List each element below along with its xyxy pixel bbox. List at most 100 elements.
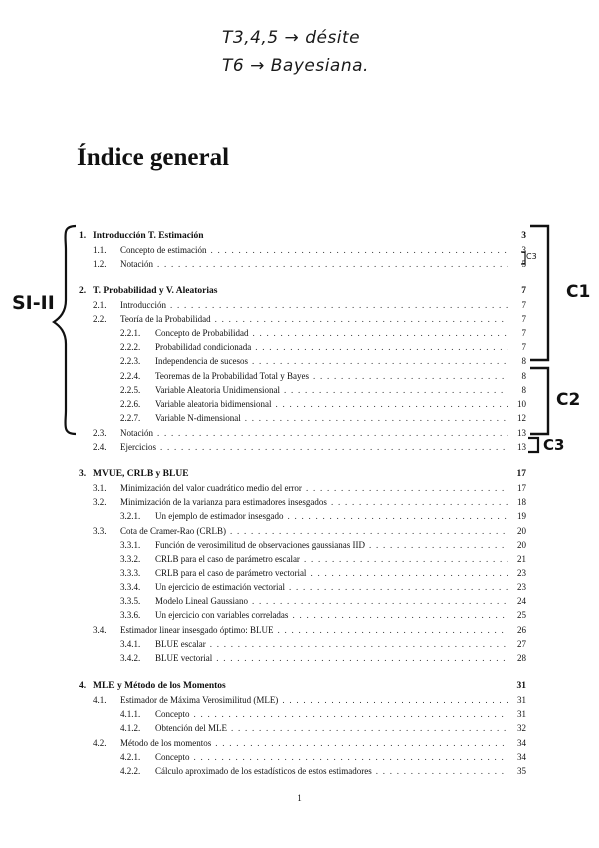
toc-section-row[interactable]: 4.1. Estimador de Máxima Verosimilitud (M… (93, 693, 526, 707)
c3-small-bracket (521, 251, 526, 265)
toc-section-row[interactable]: 3.2.Minimización de la varianza para est… (93, 495, 526, 509)
toc-section-row[interactable]: 4.2.Método de los momentos34 (93, 736, 526, 750)
toc-entry-page: 20 (517, 540, 526, 550)
toc-entry-number: 2.2. (93, 314, 107, 324)
toc-entry-page: 27 (517, 639, 526, 649)
toc-entry-number: 2.2.2. (120, 342, 141, 352)
toc-subsection-row[interactable]: 3.3.3.CRLB para el caso de parámetro vec… (120, 566, 526, 580)
toc-entry-number: 4.1. (93, 695, 107, 705)
toc-entry-title: Un ejercicio con variables correladas (155, 610, 289, 620)
toc-entry-title: Minimización del valor cuadrático medio … (120, 483, 302, 493)
toc-entry-number: 2.2.1. (120, 328, 141, 338)
toc-entry-page: 17 (517, 483, 526, 493)
toc-entry-number: 2.2.6. (120, 399, 141, 409)
toc-section-row[interactable]: 3.3.Cota de Cramer-Rao (CRLB)20 (93, 524, 526, 538)
toc-entry-title: Método de los momentos (120, 738, 212, 748)
toc-subsection-row[interactable]: 3.3.2. CRLB para el caso de parámetro esc… (120, 552, 526, 566)
toc-entry-title: Cálculo aproximado de los estadísticos d… (155, 766, 372, 776)
toc-entry-title: Cota de Cramer-Rao (CRLB) (120, 526, 227, 536)
toc-section-row[interactable]: 2.3.Notación13 (93, 426, 526, 440)
toc-entry-number: 3.4.2. (120, 653, 141, 663)
toc-entry-title: MLE y Método de los Momentos (93, 681, 226, 691)
toc-entry-title: Un ejemplo de estimador insesgado (155, 511, 284, 521)
toc-entry-page: 23 (517, 568, 526, 578)
toc-entry-number: 2. (79, 286, 87, 296)
toc-entry-number: 4.1.1. (120, 709, 141, 719)
toc-entry-page: 8 (521, 356, 527, 366)
toc-entry-number: 3.1. (93, 483, 107, 493)
toc-subsection-row[interactable]: 4.2.1.Concepto34 (120, 750, 526, 764)
toc-subsection-row[interactable]: 2.2.7.Variable N-dimensional12 (120, 411, 526, 425)
toc-entry-page: 25 (517, 610, 526, 620)
handwritten-label-c3-small: C3 (526, 252, 537, 261)
toc-entry-page: 12 (517, 413, 526, 423)
toc-subsection-row[interactable]: 2.2.2.Probabilidad condicionada7 (120, 340, 526, 354)
toc-subsection-row[interactable]: 3.3.6.Un ejercicio con variables correla… (120, 608, 526, 622)
toc-entry-page: 23 (517, 582, 526, 592)
toc-entry-page: 3 (521, 231, 526, 241)
toc-subsection-row[interactable]: 2.2.1.Concepto de Probabilidad7 (120, 326, 526, 340)
c2-bracket (530, 366, 550, 436)
page-number: 1 (297, 793, 302, 803)
toc-entry-title: Variable N-dimensional (155, 413, 241, 423)
toc-entry-title: MVUE, CRLB y BLUE (93, 469, 189, 479)
toc-entry-page: 17 (516, 469, 527, 479)
toc-entry-page: 35 (517, 766, 526, 776)
toc-entry-page: 18 (517, 497, 526, 507)
toc-entry-title: Función de verosimilitud de observacione… (155, 540, 365, 550)
toc-subsection-row[interactable]: 2.2.5.Variable Aleatoria Unidimensional8 (120, 383, 526, 397)
toc-subsection-row[interactable]: 4.2.2.Cálculo aproximado de los estadíst… (120, 764, 526, 778)
toc-entry-page: 19 (517, 511, 526, 521)
toc-subsection-row[interactable]: 3.4.1.BLUE escalar27 (120, 637, 526, 651)
toc-entry-title: CRLB para el caso de parámetro escalar (155, 554, 300, 564)
toc-entry-title: Estimador de Máxima Verosimilitud (MLE) (120, 695, 279, 705)
toc-subsection-row[interactable]: 2.2.4.Teoremas de la Probabilidad Total … (120, 369, 526, 383)
toc-subsection-row[interactable]: 3.4.2.BLUE vectorial28 (120, 651, 526, 665)
toc-entry-number: 3.3.1. (120, 540, 141, 550)
toc-entry-number: 2.2.5. (120, 385, 141, 395)
toc-section-row[interactable]: 3.1. Minimización del valor cuadrático me… (93, 481, 526, 495)
toc-subsection-row[interactable]: 4.1.2.Obtención del MLE32 (120, 721, 526, 735)
toc-subsection-row[interactable]: 3.3.5.Modelo Lineal Gaussiano24 (120, 594, 526, 608)
toc-entry-page: 34 (517, 738, 526, 748)
toc-subsection-row[interactable]: 3.3.1. Función de verosimilitud de observ… (120, 538, 526, 552)
toc-entry-title: Introducción (120, 300, 166, 310)
left-curly-brace (52, 224, 77, 436)
toc-subsection-row[interactable]: 2.2.3.Independencia de sucesos8 (120, 354, 526, 368)
toc-section-row[interactable]: 1.1.Concepto de estimación3 (93, 243, 526, 257)
toc-entry-number: 1. (79, 231, 87, 241)
toc-section-row[interactable]: 3.4.Estimador linear insesgado óptimo: B… (93, 623, 526, 637)
handwritten-note-line-1: T3,4,5 → désite (222, 28, 361, 48)
toc-entry-number: 3.3. (93, 526, 107, 536)
toc-entry-title: Concepto de estimación (120, 245, 207, 255)
toc-entry-page: 34 (517, 752, 526, 762)
toc-subsection-row[interactable]: 4.1.1.Concepto31 (120, 707, 526, 721)
toc-entry-page: 8 (521, 371, 527, 381)
toc-section-row[interactable]: 2.4.Ejercicios13 (93, 440, 526, 454)
toc-entry-title: Un ejercicio de estimación vectorial (155, 582, 285, 592)
toc-entry-number: 4.1.2. (120, 723, 141, 733)
toc-section-row[interactable]: 2.1.Introducción7 (93, 298, 526, 312)
toc-entry-page: 13 (517, 428, 526, 438)
toc-subsection-row[interactable]: 2.2.6.Variable aleatoria bidimensional10 (120, 397, 526, 411)
toc-entry-number: 2.2.4. (120, 371, 141, 381)
handwritten-label-si-ii: SI-II (12, 292, 55, 314)
toc-entry-number: 3.3.5. (120, 596, 141, 606)
toc-entry-number: 1.1. (93, 245, 107, 255)
toc-subsection-row[interactable]: 3.2.1.Un ejemplo de estimador insesgado1… (120, 509, 526, 523)
toc-section-row[interactable]: 2.2.Teoría de la Probabilidad7 (93, 312, 526, 326)
toc-subsection-row[interactable]: 3.3.4.Un ejercicio de estimación vectori… (120, 580, 526, 594)
toc-entry-number: 3.3.2. (120, 554, 141, 564)
toc-entry-title: Probabilidad condicionada (155, 342, 252, 352)
toc-entry-page: 13 (517, 442, 526, 452)
toc-entry-title: Notación (120, 428, 153, 438)
toc-entry-title: Concepto de Probabilidad (155, 328, 249, 338)
c1-bracket (530, 224, 550, 362)
toc-entry-page: 7 (521, 286, 526, 296)
toc-entry-number: 2.1. (93, 300, 107, 310)
